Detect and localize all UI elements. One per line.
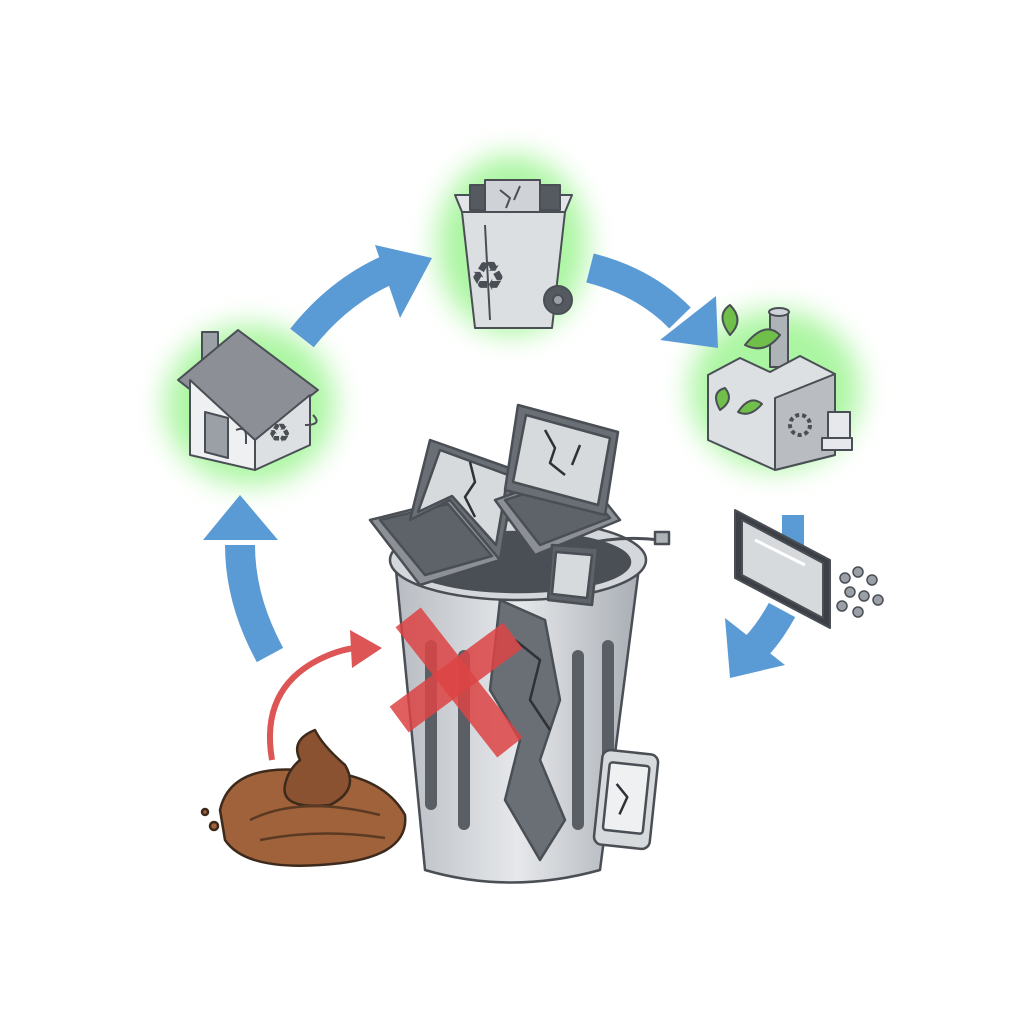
arrow-materials-to-trash	[743, 602, 796, 659]
toxic-sludge-icon	[200, 728, 407, 867]
arrow-materials-to-trash-head	[725, 618, 785, 678]
arrow-house-to-bin	[290, 254, 399, 348]
tablet-and-components-icon	[734, 509, 884, 629]
bin-recycle-icon: ♻	[470, 254, 506, 300]
arrow-pollution-to-house	[225, 544, 284, 663]
arrow-pollution-to-house-head	[203, 495, 278, 540]
cross-icon	[389, 607, 523, 758]
arrow-house-to-bin-head	[375, 245, 432, 318]
arrow-bin-to-factory	[586, 253, 691, 329]
house-recycle-icon: ♻	[268, 419, 291, 449]
green-factory-icon	[707, 304, 853, 471]
trash-can-full-of-e-waste-icon	[368, 403, 671, 884]
arrow-bin-to-factory-head	[660, 296, 718, 348]
broken-phone-icon	[592, 748, 660, 851]
rejected-arrow	[266, 630, 382, 761]
recycle-bin-icon: ♻	[454, 179, 573, 329]
recycling-house-icon: ♻	[177, 329, 319, 471]
